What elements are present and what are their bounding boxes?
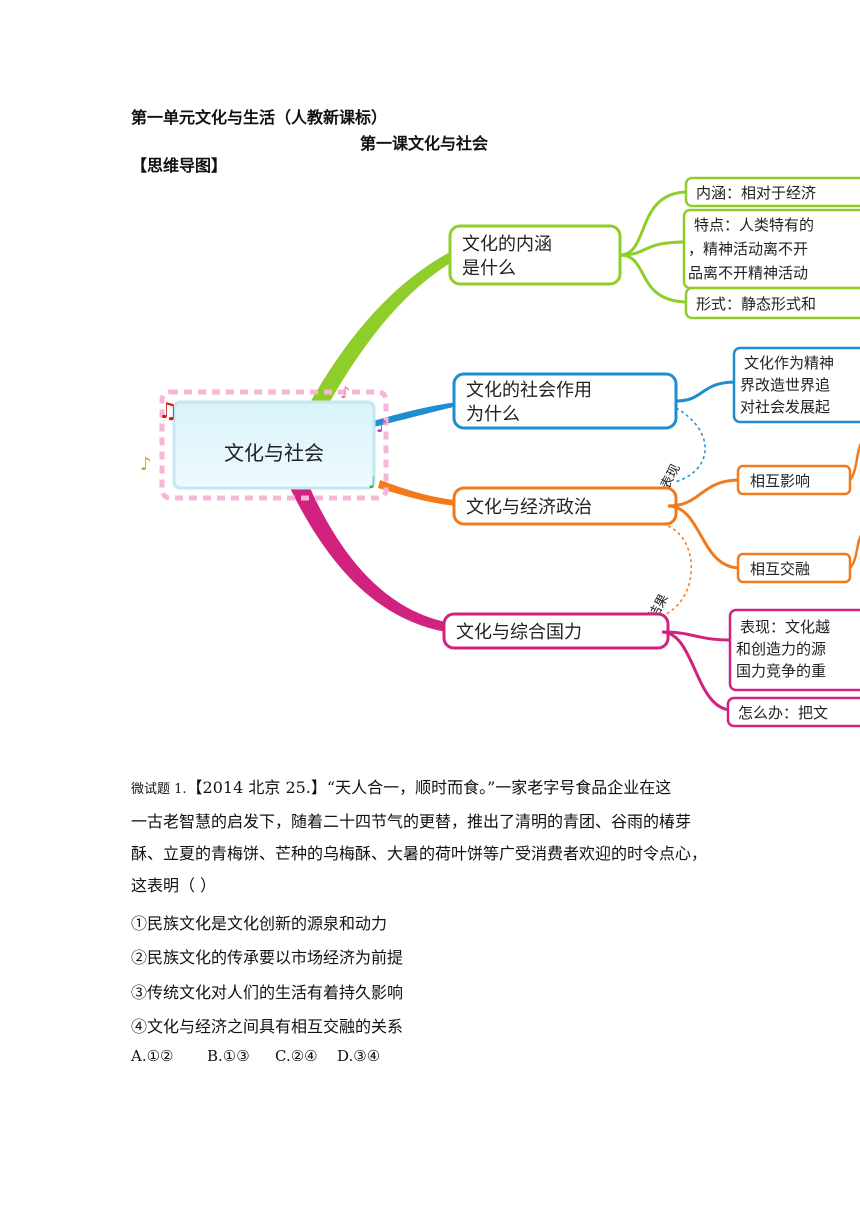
sub-node-label: 品离不开精神活动 (688, 264, 808, 282)
question-line: “天人合一，顺时而食。”一家老字号食品企业在这 (326, 778, 672, 797)
sub-node-label: ，精神活动离不开 (688, 240, 808, 258)
sub-node-label: 相互交融 (750, 560, 810, 578)
unit-title: 第一单元文化与生活（人教新课标） (131, 108, 388, 127)
branch-label: 文化的社会作用 (466, 380, 592, 401)
option-4: ④文化与经济之间具有相互交融的关系 (131, 1017, 404, 1036)
sub-node-label: 特点：人类特有的 (694, 216, 814, 234)
question-line: 这表明（ ） (131, 876, 217, 895)
option-1: ①民族文化是文化创新的源泉和动力 (131, 914, 388, 933)
mindmap-section-label: 【思维导图】 (131, 156, 228, 175)
center-node: 文化与社会 ♫ ♪ ♪ ♩ ♪ (140, 383, 389, 501)
answer-d[interactable]: D.③④ (337, 1047, 381, 1065)
music-note-icon: ♪ (340, 383, 350, 402)
question-source: 【2014 北京 25.】 (186, 778, 327, 797)
branch-national-power: 文化与综合国力 表现：文化越 和创造力的源 国力竞争的重 怎么办：把文 (442, 608, 860, 728)
sub-node-label: 和创造力的源 (736, 640, 826, 658)
question-stem: 微试题 1.【2014 北京 25.】“天人合一，顺时而食。”一家老字号食品企业… (131, 772, 741, 902)
music-note-icon: ♫ (158, 399, 178, 424)
branch-label: 是什么 (462, 258, 516, 279)
branch-label: 文化与综合国力 (456, 622, 582, 643)
option-2: ②民族文化的传承要以市场经济为前提 (131, 948, 404, 967)
sub-node-label: 国力竞争的重 (736, 662, 826, 680)
music-note-icon: ♪ (140, 454, 152, 475)
sub-node-label: 怎么办：把文 (738, 704, 828, 722)
branch-label: 文化的内涵 (462, 234, 552, 255)
mind-map: 文化与社会 ♫ ♪ ♪ ♩ ♪ 文化的内涵 是什么 内涵：相对于经济 特点：人类… (140, 170, 860, 730)
trunk-blue (370, 402, 458, 428)
sub-node-label: 内涵：相对于经济 (696, 184, 816, 202)
question-line: 一古老智慧的启发下，随着二十四节气的更替，推出了清明的青团、谷雨的椿芽 (131, 812, 692, 831)
music-note-icon: ♪ (376, 416, 388, 437)
answer-choices: A.①② B.①③ C.②④ D.③④ (131, 1047, 380, 1065)
sub-node-label: 表现：文化越 (740, 618, 830, 636)
question-line: 酥、立夏的青梅饼、芒种的乌梅酥、大暑的荷叶饼等广受消费者欢迎的时令点心， (131, 844, 708, 863)
sub-node-label: 对社会发展起 (740, 398, 830, 416)
music-note-icon: ♩ (368, 473, 376, 492)
sub-node-label: 界改造世界追 (740, 376, 830, 394)
sub-node-label: 相互影响 (750, 472, 810, 490)
sub-node-label: 文化作为精神 (744, 354, 834, 372)
trunk-orange (378, 480, 456, 506)
dashed-connector (674, 407, 706, 483)
branch-label: 为什么 (466, 404, 520, 425)
branch-culture-meaning: 文化的内涵 是什么 内涵：相对于经济 特点：人类特有的 ，精神活动离不开 品离不… (448, 176, 860, 320)
answer-c[interactable]: C.②④ (275, 1047, 318, 1065)
dashed-connector (661, 525, 692, 617)
option-3: ③传统文化对人们的生活有着持久影响 (131, 983, 404, 1002)
branch-economy-politics: 文化与经济政治 相互影响 相互交融 (452, 443, 860, 584)
mind-map-svg: 文化与社会 ♫ ♪ ♪ ♩ ♪ 文化的内涵 是什么 内涵：相对于经济 特点：人类… (140, 176, 860, 728)
lesson-title: 第一课文化与社会 (360, 134, 489, 153)
center-node-label: 文化与社会 (224, 441, 324, 465)
answer-a[interactable]: A.①② (131, 1047, 174, 1065)
sub-node-label: 形式：静态形式和 (696, 295, 816, 313)
question-prefix: 微试题 1. (131, 782, 187, 797)
branch-social-role: 文化的社会作用 为什么 文化作为精神 界改造世界追 对社会发展起 (452, 346, 860, 430)
branch-label: 文化与经济政治 (466, 497, 592, 518)
trunk-magenta (290, 488, 446, 632)
answer-b[interactable]: B.①③ (207, 1047, 250, 1065)
